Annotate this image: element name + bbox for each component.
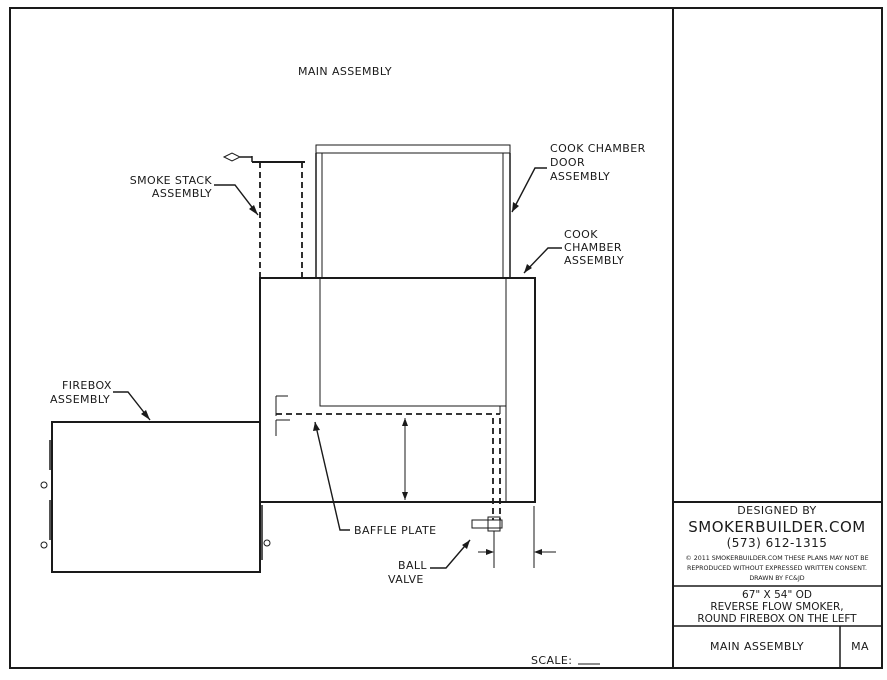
ball-valve-label-2: VALVE [388, 573, 424, 586]
description-line-2: REVERSE FLOW SMOKER, [710, 601, 843, 613]
sheet-name: MAIN ASSEMBLY [710, 640, 804, 653]
description-line-3: ROUND FIREBOX ON THE LEFT [697, 613, 857, 625]
designed-by: DESIGNED BY [737, 504, 816, 517]
baffle-plate-label: BAFFLE PLATE [354, 524, 436, 537]
cook-chamber-label-2: CHAMBER [564, 241, 622, 254]
firebox-label: FIREBOX [62, 379, 112, 392]
sheet-code: MA [851, 640, 869, 653]
copyright-line-1: © 2011 SMOKERBUILDER.COM THESE PLANS MAY… [685, 554, 868, 562]
drawn-by: DRAWN BY FC&JD [749, 575, 804, 582]
cook-door-label: COOK CHAMBER [550, 142, 646, 155]
cook-door-label-2: DOOR [550, 156, 585, 169]
description-line-1: 67" X 54" OD [742, 589, 812, 601]
copyright-line-2: REPRODUCED WITHOUT EXPRESSED WRITTEN CON… [687, 565, 867, 572]
drawing-title: MAIN ASSEMBLY [298, 65, 392, 78]
sheet-border [9, 7, 883, 669]
company-name: SMOKERBUILDER.COM [688, 518, 865, 536]
baffle-plate [275, 395, 501, 500]
leader-lines [113, 167, 562, 569]
smoke-stack-label-2: ASSEMBLY [152, 187, 212, 200]
title-block [673, 501, 882, 668]
ball-valve-label: BALL [398, 559, 427, 572]
cook-door-label-3: ASSEMBLY [550, 170, 610, 183]
cook-chamber-label: COOK [564, 228, 598, 241]
scale-label: SCALE: [531, 654, 572, 667]
cook-chamber [259, 277, 536, 503]
firebox-label-2: ASSEMBLY [50, 393, 110, 406]
drain-pipe [471, 418, 556, 568]
phone-number: (573) 612-1315 [727, 536, 828, 550]
smoke-stack-label: SMOKE STACK [130, 174, 213, 187]
cook-chamber-label-3: ASSEMBLY [564, 254, 624, 267]
cook-chamber-door [315, 144, 511, 278]
smoke-stack [222, 152, 305, 278]
firebox [40, 421, 271, 573]
